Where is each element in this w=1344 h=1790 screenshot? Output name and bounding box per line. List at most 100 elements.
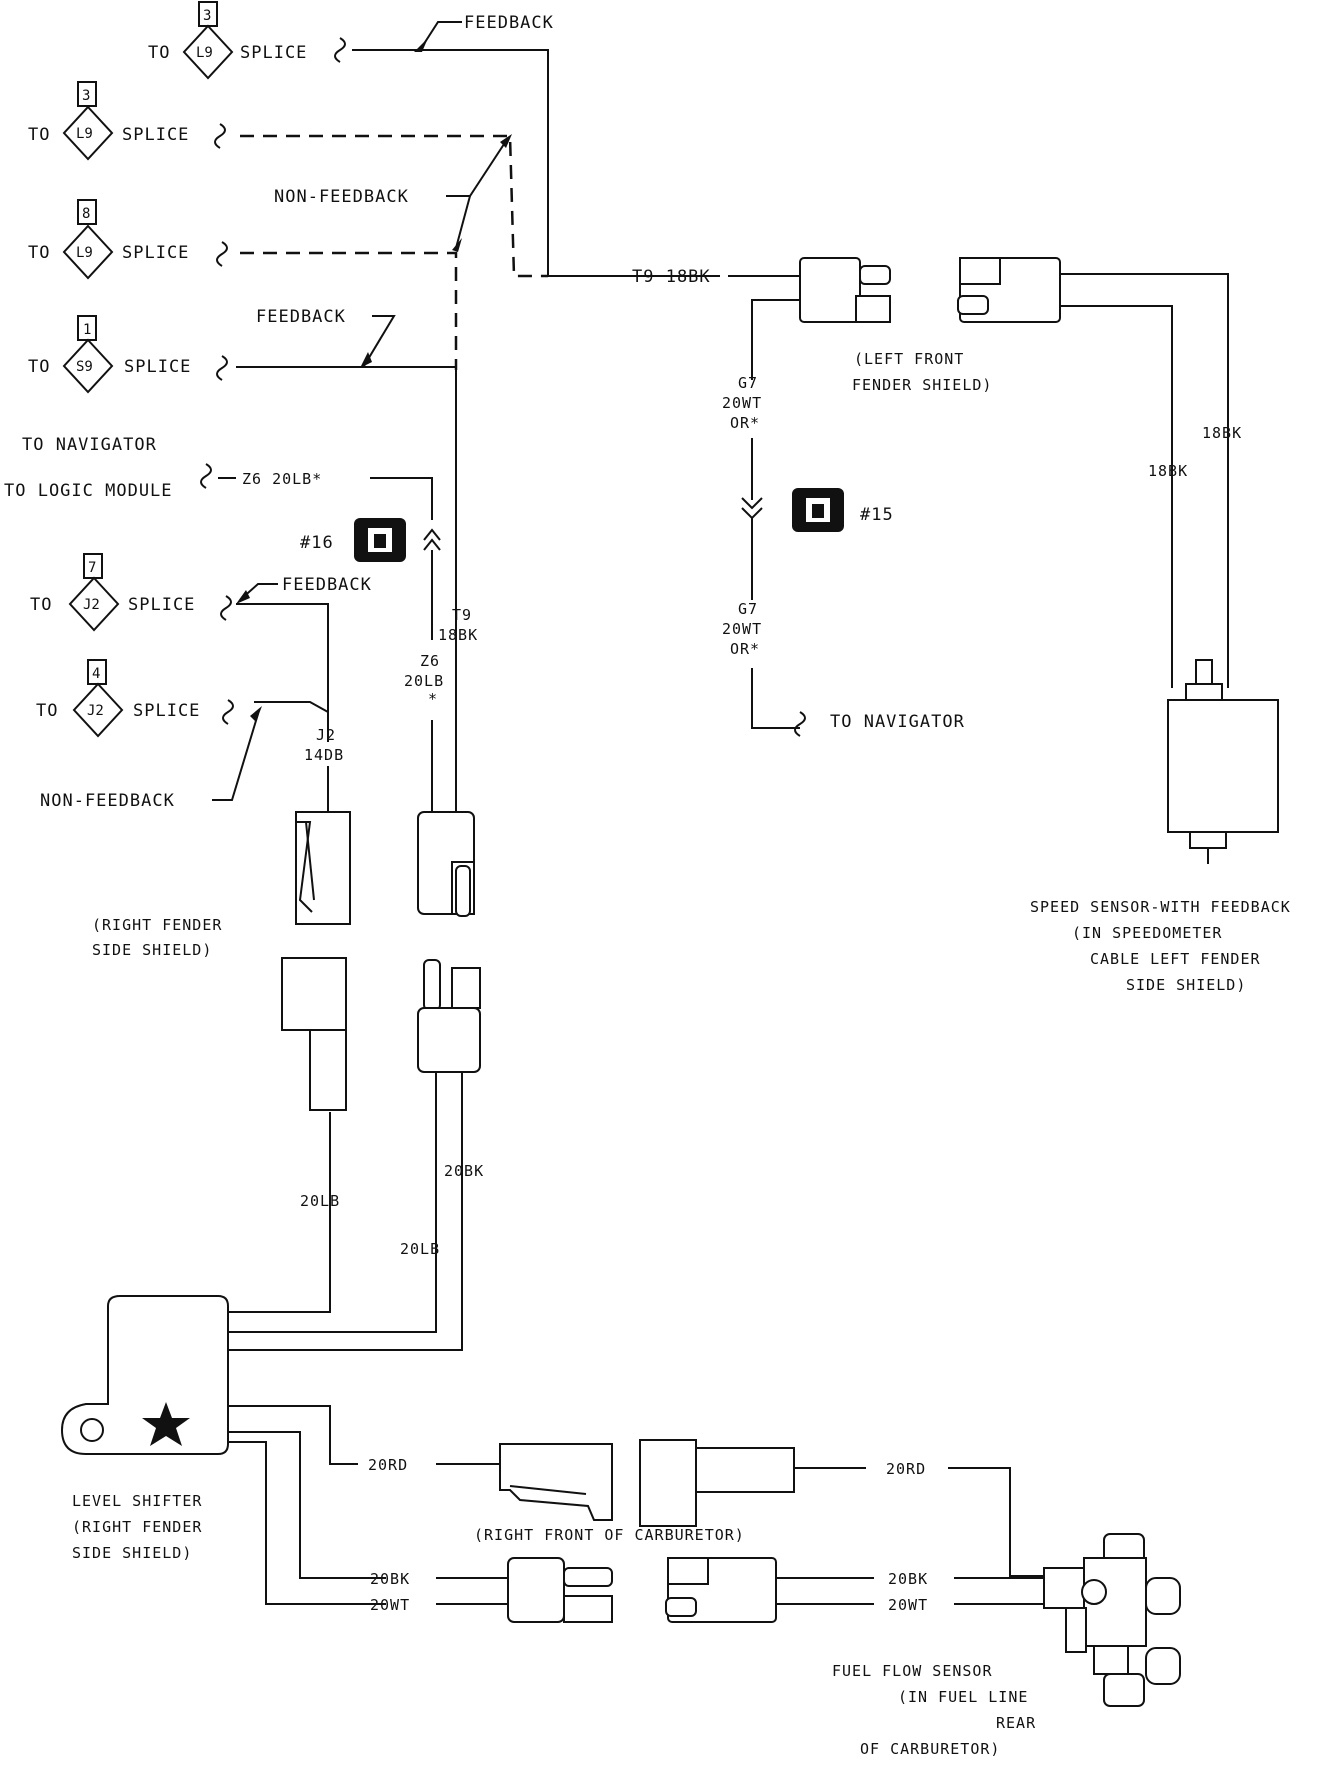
g7-b-2: 20WT	[722, 620, 762, 638]
to-logic-module: TO LOGIC MODULE	[4, 481, 173, 501]
splice-number: 4	[92, 666, 100, 682]
to-label: TO	[28, 125, 50, 145]
bk-wire-lower	[228, 1431, 386, 1579]
splice-number-box	[77, 199, 97, 225]
to-navigator-left: TO NAVIGATOR	[22, 435, 157, 455]
g7-wire	[751, 299, 800, 380]
j2-connector-upper	[295, 811, 351, 925]
w20bk-label: 20BK	[444, 1162, 484, 1180]
nonfeedback-pointer-j2	[212, 713, 259, 801]
g7-a-2: 20WT	[722, 394, 762, 412]
sensor-wire-b	[1060, 305, 1173, 688]
wt-wire-lower	[228, 1441, 386, 1605]
arrow-head	[360, 352, 372, 368]
arrow-head	[500, 134, 512, 148]
splice-number: 3	[82, 88, 90, 104]
nonfeedback-wire-3	[240, 251, 458, 370]
splice-row-6: TO 4 J2 SPLICE	[36, 659, 200, 738]
right-leads-bw	[776, 1577, 874, 1605]
splice-code: L9	[76, 126, 93, 142]
t9-vertical-1: T9	[452, 606, 472, 624]
feedback-wire-4	[236, 366, 457, 812]
connector-15-icon	[792, 488, 844, 532]
j2-label-1: J2	[316, 726, 336, 744]
splice-row-4: TO 1 S9 SPLICE	[28, 315, 190, 394]
splice-label: SPLICE	[122, 125, 189, 145]
speed-sensor-caption-4: SIDE SHIELD)	[1126, 976, 1246, 994]
level-shifter-caption-3: SIDE SHIELD)	[72, 1544, 192, 1562]
splice-diamond	[72, 682, 124, 738]
feedback-pointer-mid	[363, 315, 396, 367]
splice-label: SPLICE	[122, 243, 189, 263]
splice-row-3: TO 8 L9 SPLICE	[28, 199, 189, 280]
lb-wire-1	[228, 1112, 331, 1313]
left-leads	[436, 1463, 508, 1605]
splice-number: 1	[83, 322, 91, 338]
level-shifter-caption-2: (RIGHT FENDER	[72, 1518, 202, 1536]
splice-diamond	[62, 338, 114, 394]
arrow-head	[414, 38, 428, 52]
splice-row-2: TO 3 L9 SPLICE	[28, 81, 189, 161]
t9-vertical-2: 18BK	[438, 626, 478, 644]
sensor-18bk-a: 18BK	[1202, 424, 1242, 442]
splice-code: L9	[196, 45, 213, 61]
fuel-sensor-caption-4: OF CARBURETOR)	[860, 1740, 1000, 1758]
level-shifter-caption-1: LEVEL SHIFTER	[72, 1492, 202, 1510]
nonfeedback-pointer-2	[455, 195, 471, 249]
j2-label-2: 14DB	[304, 746, 344, 764]
t9-z6-connector-lower	[417, 959, 481, 1073]
g7-b-1: G7	[738, 600, 758, 618]
j2-connector-lower	[281, 957, 347, 1111]
splice-diamond	[68, 576, 120, 632]
splice-number: 7	[88, 560, 96, 576]
arrow-head	[236, 590, 250, 604]
nonfeedback-pointer	[446, 137, 509, 197]
speed-sensor-caption-3: CABLE LEFT FENDER	[1090, 950, 1261, 968]
splice-number-box	[77, 81, 97, 107]
splice-row-5: TO 7 J2 SPLICE	[30, 553, 195, 632]
splice-label: SPLICE	[128, 595, 195, 615]
connector-15-label: #15	[860, 505, 894, 525]
speed-sensor-caption-1: SPEED SENSOR-WITH FEEDBACK	[1030, 898, 1291, 916]
w20bk-right: 20BK	[888, 1570, 928, 1588]
splice-code: L9	[76, 245, 93, 261]
g7-b-3: OR*	[730, 640, 760, 658]
carb-connector	[499, 1439, 795, 1527]
level-shifter	[60, 1295, 229, 1455]
fuel-flow-sensor	[1043, 1533, 1181, 1707]
inline-connector-marks	[741, 497, 763, 520]
rd-wire	[228, 1405, 358, 1465]
sensor-leads	[954, 1577, 1044, 1605]
to-label: TO	[148, 43, 170, 63]
z6-inline-marks	[423, 528, 441, 551]
splice-code: J2	[87, 703, 104, 719]
j2-wire-b	[254, 701, 329, 713]
to-label: TO	[36, 701, 58, 721]
sensor-wire-a	[1060, 273, 1229, 688]
splice-diamond	[62, 105, 114, 161]
left-front-fender-caption-1: (LEFT FRONT	[854, 350, 964, 368]
w20rd-left: 20RD	[368, 1456, 408, 1474]
feedback-label-mid: FEEDBACK	[256, 307, 346, 327]
to-navigator-right: TO NAVIGATOR	[830, 712, 965, 732]
fuel-sensor-caption-3: REAR	[996, 1714, 1036, 1732]
lb-wire-2	[228, 1072, 437, 1333]
arrow-head	[250, 706, 262, 722]
break-marks	[200, 37, 806, 737]
left-front-fender-connector	[799, 257, 1061, 323]
feedback-wire-1	[352, 49, 720, 277]
splice-label: SPLICE	[133, 701, 200, 721]
t9-wire-label: T9 18BK	[632, 267, 711, 287]
w20lb-a: 20LB	[300, 1192, 340, 1210]
speed-sensor-caption-2: (IN SPEEDOMETER	[1072, 924, 1222, 942]
connector-16-label: #16	[300, 533, 334, 553]
z6-wire-label: Z6 20LB*	[242, 470, 322, 488]
left-front-fender-caption-2: FENDER SHIELD)	[852, 376, 992, 394]
speed-sensor	[1167, 659, 1279, 864]
z6-wire-top	[218, 477, 433, 520]
to-label: TO	[28, 243, 50, 263]
splice-code: J2	[83, 597, 100, 613]
feedback-label-top: FEEDBACK	[464, 13, 554, 33]
splice-number: 3	[203, 8, 211, 24]
g7-wire-4	[751, 668, 800, 729]
